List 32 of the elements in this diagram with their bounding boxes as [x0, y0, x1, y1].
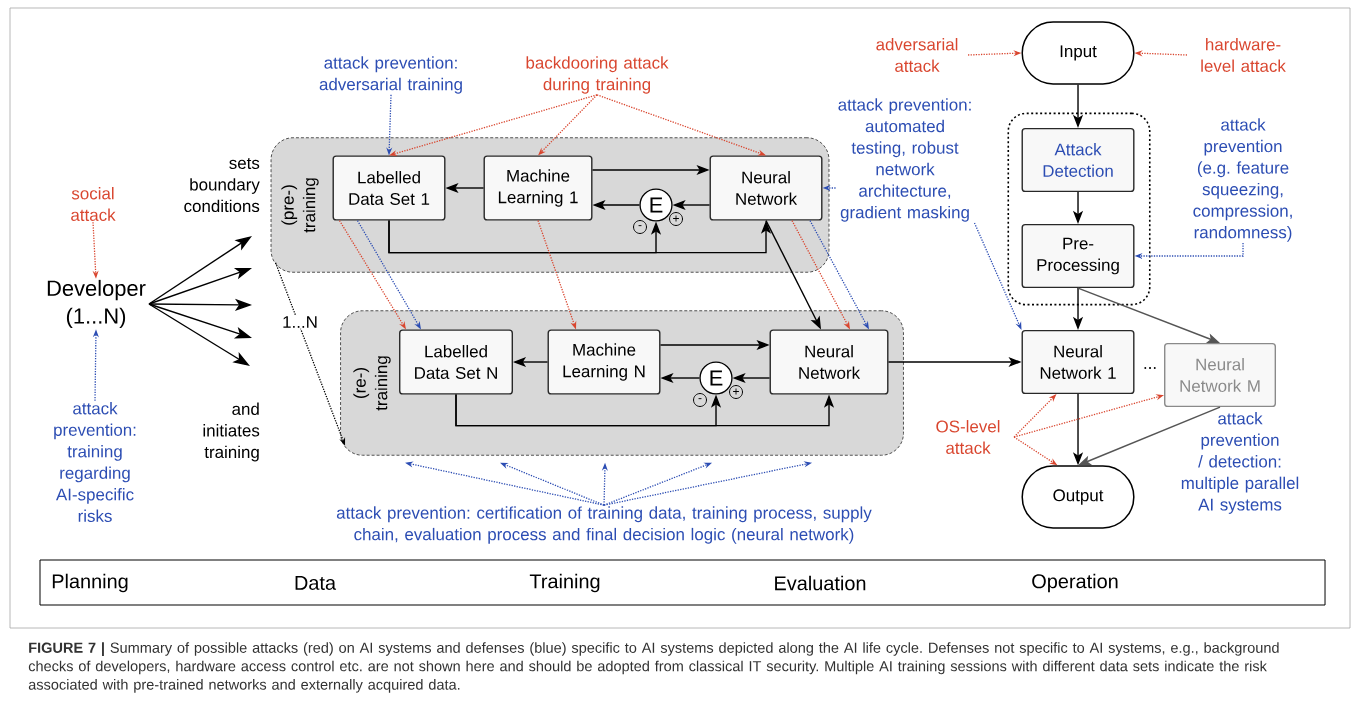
annotation-text: attack prevention: automated testing, robust network architecture, gradient masking [838, 98, 971, 222]
process-box: Pre-Processing [1021, 223, 1135, 289]
phase-label: Data [295, 576, 337, 590]
phase-label: Operation [1032, 573, 1118, 593]
process-box: Labelled Data Set N [399, 329, 513, 395]
annotation-text: attack prevention (e.g. feature squeezing, compression, randomness) [1193, 118, 1292, 242]
annotation-text: attack prevention: training regarding AI-specific risks [54, 402, 136, 523]
process-box: Neural Network 1 [1021, 329, 1135, 395]
annotation-text: sets boundary conditions [184, 157, 260, 213]
annotation-text: backdooring attack during training [526, 56, 669, 94]
annotation-text: Developer (1...N) [47, 279, 146, 329]
process-box: Machine Learning N [547, 329, 661, 395]
process-box: Attack Detection [1021, 127, 1135, 193]
phase-label: Evaluation [775, 575, 866, 591]
annotation-text: and initiates training [203, 402, 260, 462]
process-box: Neural Network [709, 155, 823, 221]
caption: FIGURE 7 | Summary of possible attacks (red) on AI systems and defenses (blue) specific to AI systems depicted along the AI life cycle. Defenses not specific to AI systems, e.g., background checks of developers, hardware access control etc. are not shown here and should be adopted from classical IT security. Multiple AI training sessions with different data sets indicate the risk associated with pre-trained networks and externally acquired data. [28, 642, 1279, 693]
ellipsis: ... [1144, 367, 1156, 369]
annotation-text: hardware-level attack [1201, 38, 1286, 72]
annotation-text: attack prevention: adversarial training [319, 56, 462, 94]
annotation-text: social attack [71, 187, 116, 221]
annotation-text: attack prevention / detection: multiple parallel AI systems [1181, 412, 1299, 514]
process-box: Machine Learning 1 [483, 155, 593, 221]
annotation-text: adversarial attack [876, 38, 958, 72]
process-box: Neural Network [769, 329, 889, 395]
edge-label: 1...N [281, 315, 319, 329]
phase-label: Planning [52, 573, 128, 593]
annotation-text: attack prevention: certification of training data, training process, supply chain, evaluation process and final decision logic (neural network) [336, 506, 872, 544]
phase-label: Training [529, 573, 600, 593]
annotation-text: OS-level attack [936, 420, 1000, 454]
process-box: Labelled Data Set 1 [332, 155, 446, 221]
process-box: Neural Network M [1164, 342, 1276, 408]
